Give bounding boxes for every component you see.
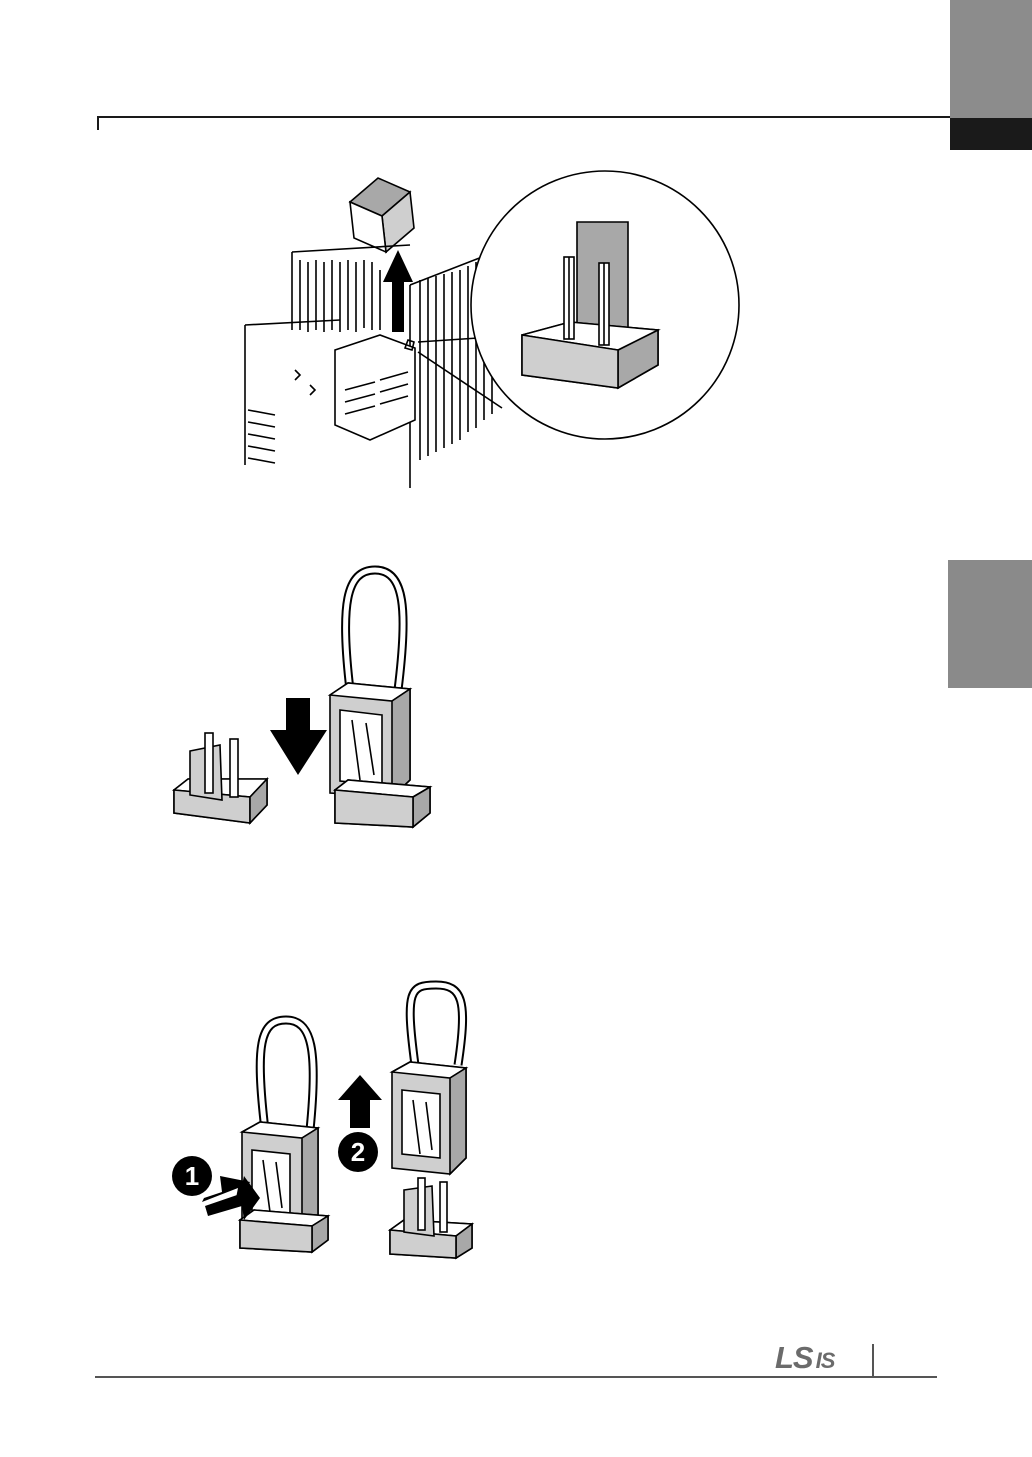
lift-arrow-icon (383, 250, 413, 332)
jumper-insertion-illustration (160, 565, 450, 835)
switch-cover-removal-illustration (240, 170, 750, 490)
footer-separator (872, 1344, 874, 1376)
jumper-lifted (392, 985, 466, 1174)
logo-is-text: IS (816, 1348, 835, 1374)
jumper-with-loop (330, 570, 430, 827)
jumper-base-left (174, 733, 267, 823)
svg-text:2: 2 (351, 1137, 365, 1167)
device-body (245, 245, 502, 488)
chapter-tab-side (948, 560, 1032, 688)
header-rule (97, 116, 950, 118)
insert-arrow-icon (270, 698, 327, 775)
jumper-pins-magnified (471, 171, 739, 439)
chapter-tab-top (950, 0, 1032, 118)
jumper-pressed (240, 1020, 328, 1252)
jumper-removal-illustration: 1 2 (160, 980, 490, 1255)
lift-up-arrow-icon (338, 1075, 382, 1128)
svg-text:1: 1 (185, 1161, 199, 1191)
brand-logo: LS IS (775, 1340, 870, 1376)
chapter-tab-active (950, 118, 1032, 150)
cover-piece (350, 178, 414, 252)
footer-rule (95, 1376, 937, 1378)
step-2-badge: 2 (338, 1132, 378, 1172)
header-rule-tick (97, 116, 99, 130)
jumper-base-empty (390, 1178, 472, 1258)
step-1-badge: 1 (172, 1156, 212, 1196)
logo-ls-text: LS (775, 1340, 813, 1376)
